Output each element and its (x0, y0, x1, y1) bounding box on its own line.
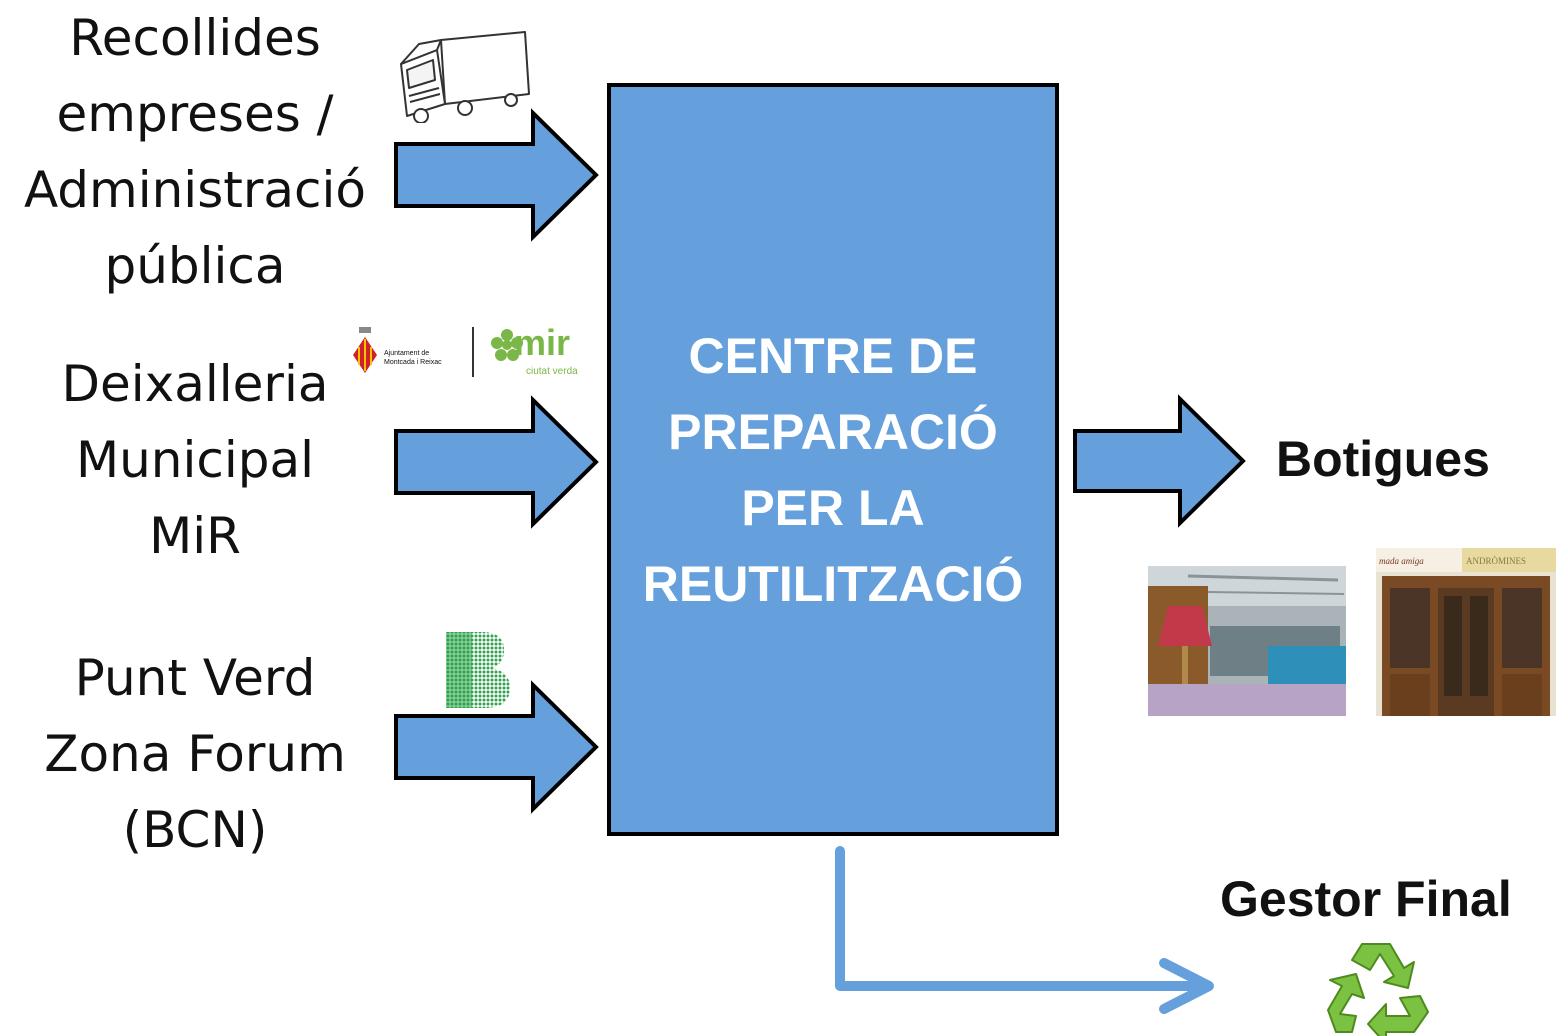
logo-divider (472, 327, 474, 377)
input-arrow-deixalleria (394, 395, 599, 529)
output-label-botigues: Botigues (1276, 431, 1490, 487)
output-label-gestor-final: Gestor Final (1220, 871, 1512, 927)
centre-preparacio-box (607, 83, 1059, 836)
ajuntament-logo: Ajuntament de Montcada i Reixac (350, 325, 475, 380)
output-arrow-botigues (1073, 394, 1246, 528)
shop-sign-left: mada amiga (1379, 556, 1424, 566)
source-label-deixalleria: Deixalleria Municipal MiR (61, 355, 329, 565)
source-label-punt-verd: Punt Verd Zona Forum (BCN) (44, 649, 346, 859)
recycle-icon (1327, 943, 1429, 1036)
centre-preparacio-label: CENTRE DE PREPARACIÓ PER LA REUTILITZACI… (642, 328, 1024, 612)
shop-photo-interior (1148, 566, 1346, 716)
ajuntament-shield-icon (353, 327, 377, 373)
flower-icon (491, 329, 523, 361)
source-label-recollides: Recollides empreses / Administració públ… (23, 9, 367, 295)
input-arrow-recollides (394, 108, 599, 242)
ajuntament-line2: Montcada i Reixac (384, 359, 442, 366)
b-logo (446, 632, 510, 708)
mir-logo-text: mir (514, 322, 571, 363)
mir-logo-subtitle: ciutat verda (526, 366, 578, 377)
truck-icon (400, 31, 530, 123)
shop-photo-storefront (1376, 548, 1556, 716)
shop-sign-right: ANDRÒMINES (1466, 556, 1527, 566)
input-arrow-punt-verd (394, 680, 599, 814)
mir-logo: mir ciutat verda (490, 322, 590, 381)
ajuntament-line1: Ajuntament de (384, 350, 430, 357)
output-arrow-gestor-final (835, 846, 1214, 1014)
